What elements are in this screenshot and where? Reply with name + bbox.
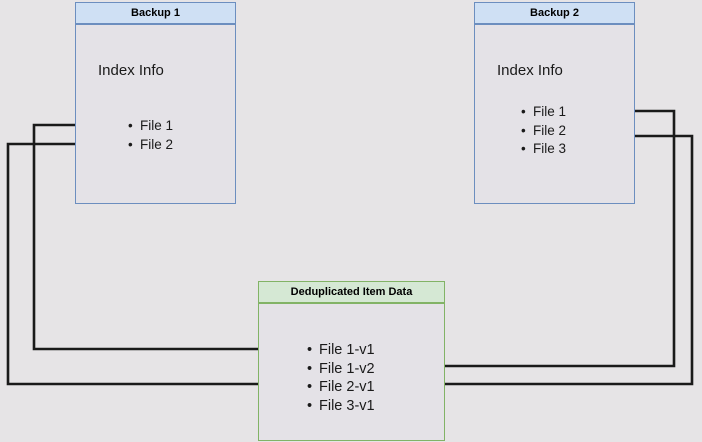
list-item: File 1 [519,103,566,122]
list-item: File 1-v2 [305,360,375,379]
node-backup-2-header: Backup 2 [474,2,635,24]
file-list-backup-1: File 1 File 2 [126,117,173,154]
file-list-deduplicated: File 1-v1 File 1-v2 File 2-v1 File 3-v1 [305,341,375,415]
list-item: File 1 [126,117,173,136]
index-info-label-backup-1: Index Info [98,62,164,79]
list-item: File 2 [519,122,566,141]
node-backup-2[interactable]: Backup 2 Index Info File 1 File 2 File 3 [474,2,635,204]
node-backup-2-body: Index Info File 1 File 2 File 3 [474,24,635,204]
list-item: File 2-v1 [305,378,375,397]
node-backup-1[interactable]: Backup 1 Index Info File 1 File 2 [75,2,236,204]
file-list-backup-2: File 1 File 2 File 3 [519,103,566,159]
list-item: File 2 [126,136,173,155]
node-deduplicated-item-data-body: File 1-v1 File 1-v2 File 2-v1 File 3-v1 [258,303,445,441]
list-item: File 3 [519,140,566,159]
node-deduplicated-item-data-header: Deduplicated Item Data [258,281,445,303]
node-deduplicated-item-data[interactable]: Deduplicated Item Data File 1-v1 File 1-… [258,281,445,441]
list-item: File 1-v1 [305,341,375,360]
list-item: File 3-v1 [305,397,375,416]
node-backup-1-header: Backup 1 [75,2,236,24]
index-info-label-backup-2: Index Info [497,62,563,79]
node-backup-1-body: Index Info File 1 File 2 [75,24,236,204]
